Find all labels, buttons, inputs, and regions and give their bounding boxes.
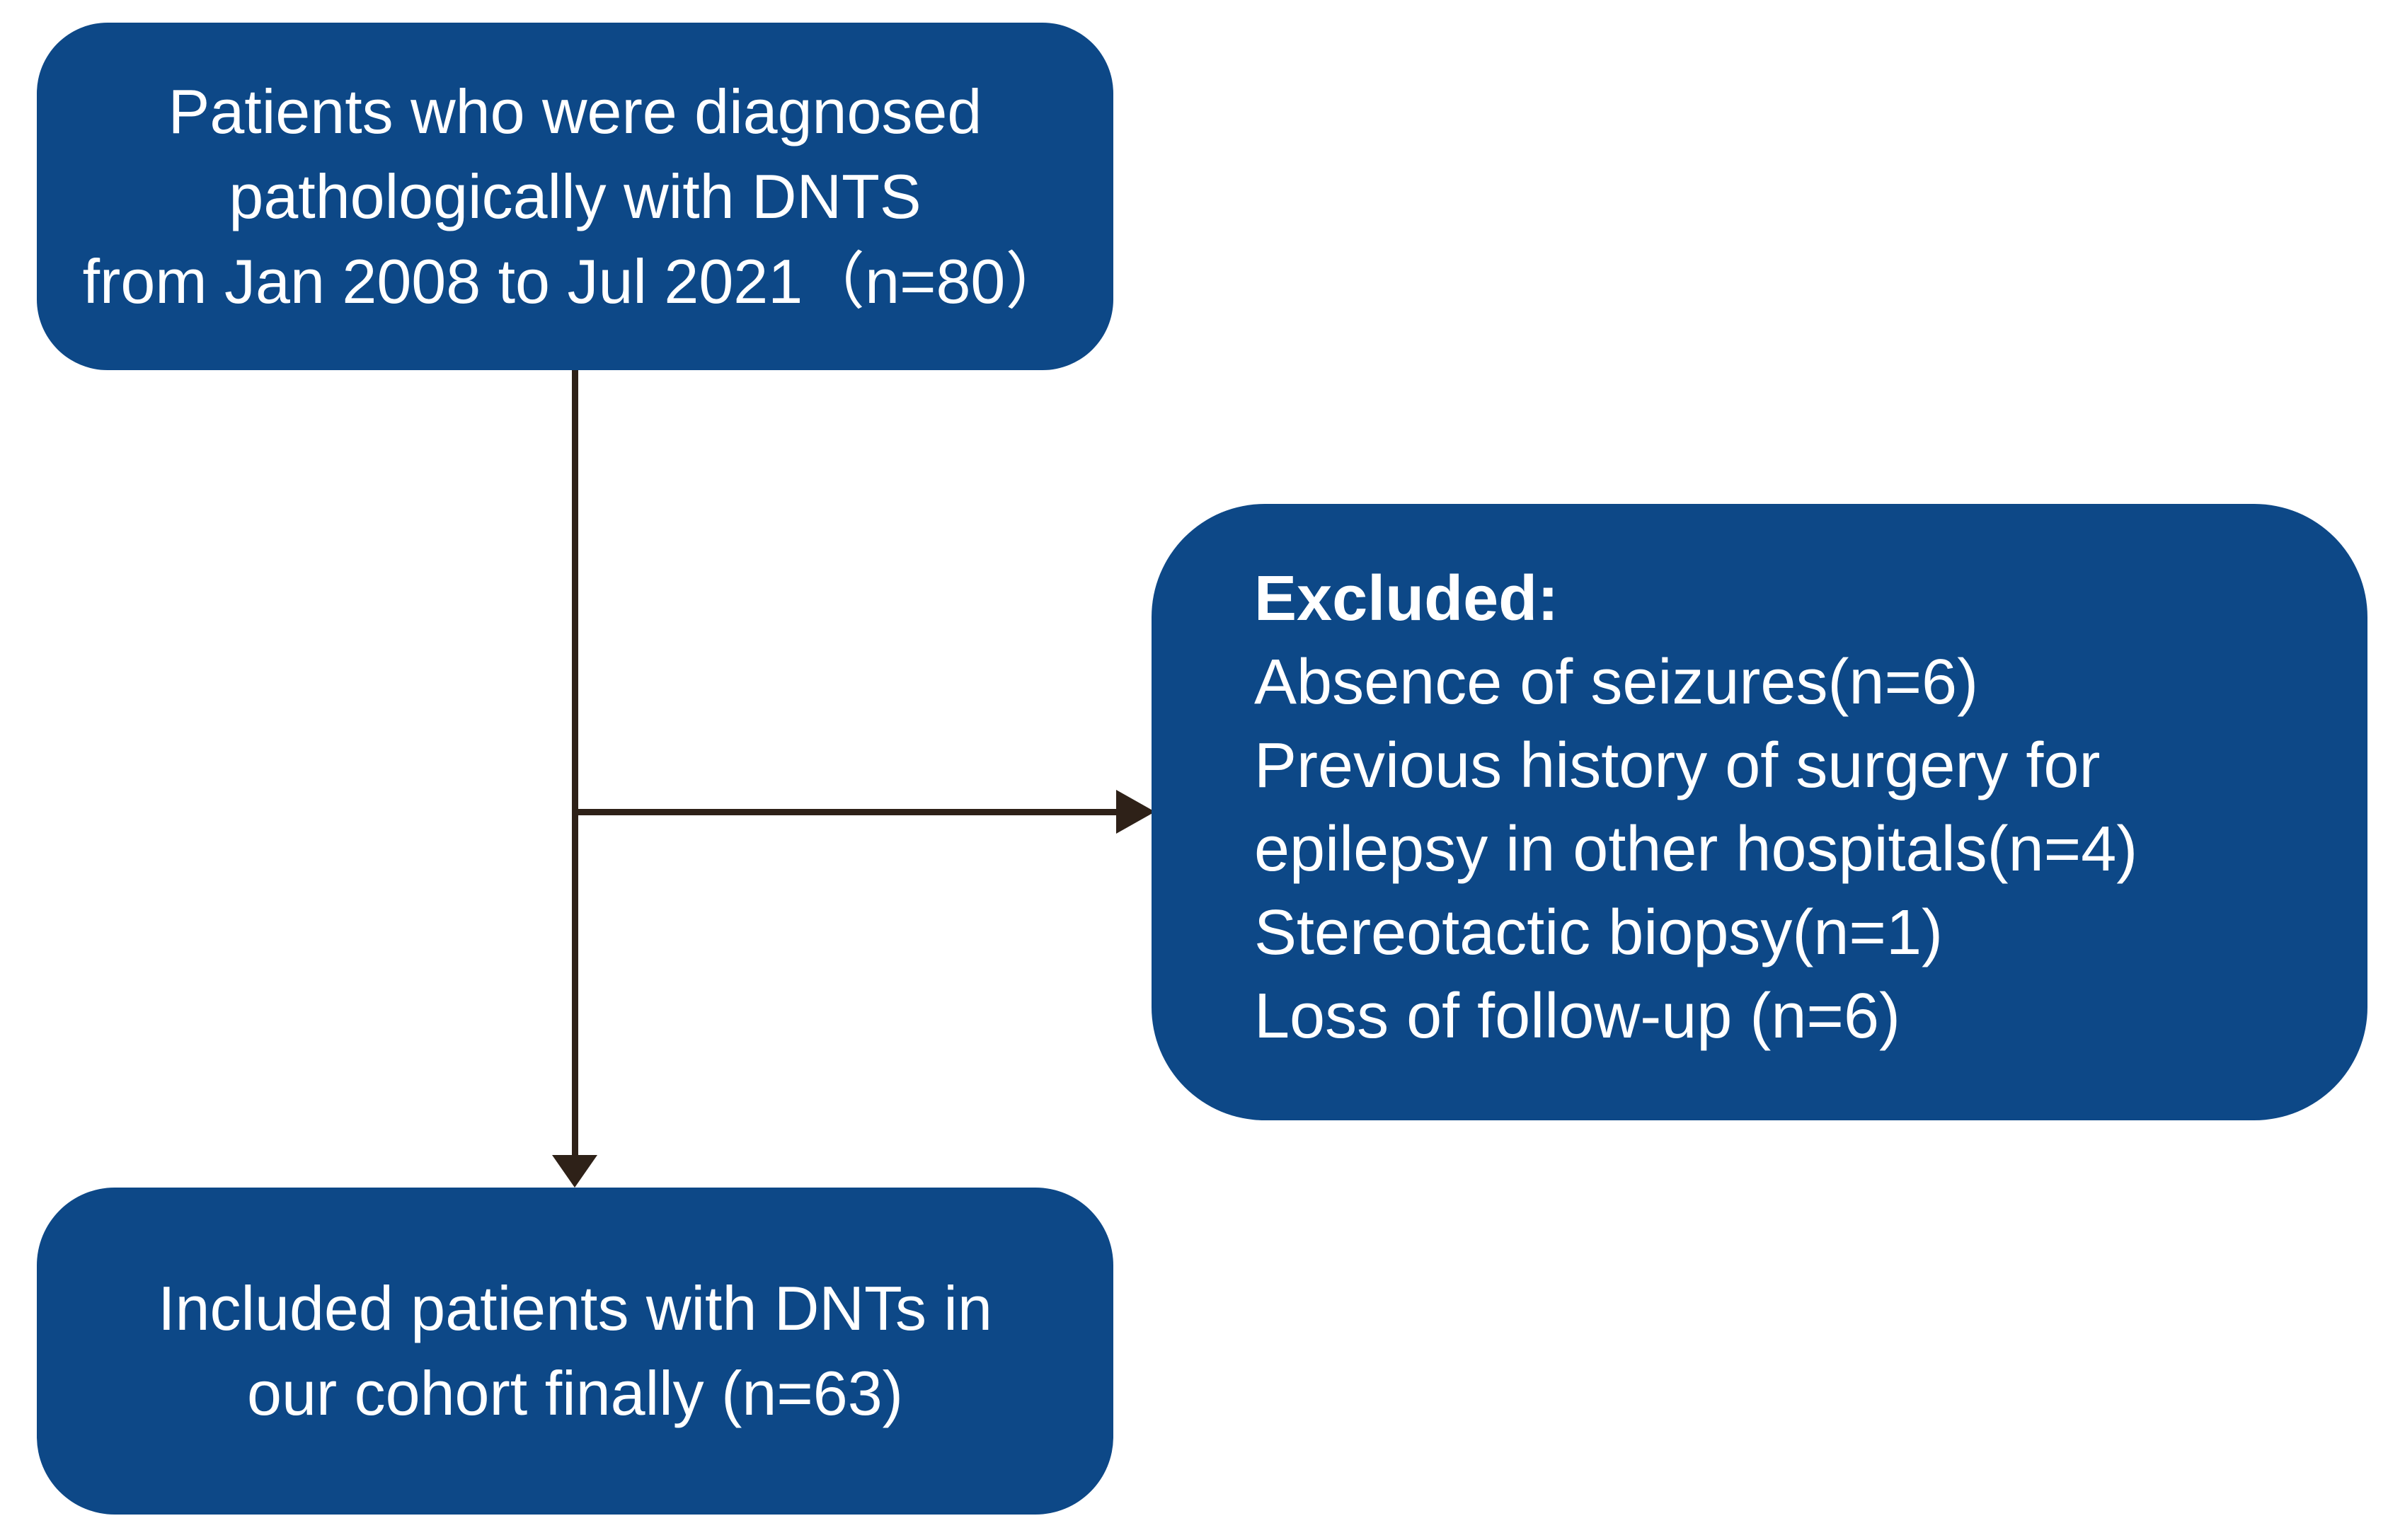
excluded-box: Excluded: Absence of seizures(n=6) Previ… (1152, 504, 2367, 1120)
horizontal-connector-line (575, 809, 1118, 815)
source-line-1: Patients who were diagnosed (168, 76, 982, 146)
excluded-item-5: Loss of follow-up (n=6) (1254, 981, 1900, 1052)
excluded-item-4: Stereotactic biopsy(n=1) (1254, 897, 1943, 968)
source-box: Patients who were diagnosed pathological… (37, 23, 1113, 370)
included-line-1: Included patients with DNTs in (158, 1273, 992, 1343)
vertical-connector-line (572, 370, 578, 1155)
right-arrowhead-icon (1116, 790, 1155, 834)
excluded-title: Excluded: (1254, 563, 1559, 634)
excluded-item-3: epilepsy in other hospitals(n=4) (1254, 814, 2138, 885)
source-line-3: from Jan 2008 to Jul 2021（n=80） (82, 246, 1068, 316)
source-line-2: pathologically with DNTS (229, 161, 922, 231)
excluded-item-1: Absence of seizures(n=6) (1254, 647, 1979, 718)
included-box: Included patients with DNTs in our cohor… (37, 1188, 1113, 1515)
down-arrowhead-icon (552, 1155, 597, 1188)
excluded-item-2: Previous history of surgery for (1254, 730, 2101, 801)
included-line-2: our cohort finally (n=63) (247, 1358, 903, 1428)
